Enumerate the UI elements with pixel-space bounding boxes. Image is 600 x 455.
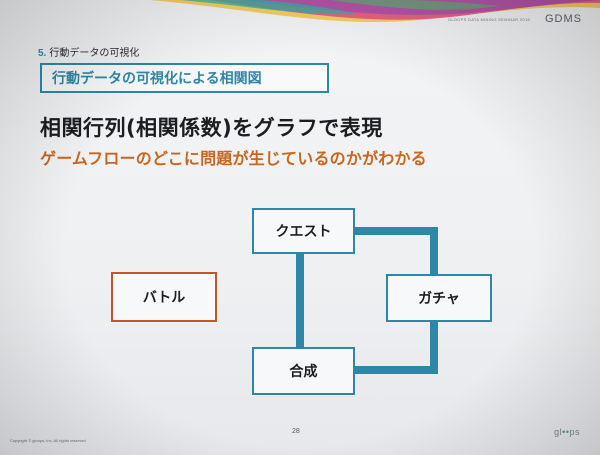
footer-logo-dots: •• — [562, 427, 570, 437]
section-number: 5. — [38, 48, 47, 59]
header-meta-text: GLOOPS DATA MINING SEMINAR 2016 — [447, 17, 530, 22]
section-title-text: 行動データの可視化 — [49, 48, 140, 59]
node-quest: クエスト — [252, 208, 355, 254]
copyright-text: Copyright © gloops, Inc. All rights rese… — [10, 438, 86, 443]
edge-gacha-synthesis — [355, 322, 438, 374]
headline: 相関行列(相関係数)をグラフで表現 — [40, 116, 383, 140]
page-number: 28 — [292, 428, 300, 435]
slide-title-box: 行動データの可視化による相関図 — [40, 63, 329, 93]
section-title: 5.行動データの可視化 — [38, 44, 139, 59]
node-gacha: ガチャ — [386, 274, 492, 322]
header-wave-decoration — [150, 0, 600, 22]
node-synthesis: 合成 — [252, 347, 355, 395]
node-battle: バトル — [111, 272, 217, 322]
footer-logo-suffix: ps — [569, 427, 580, 437]
subheadline: ゲームフローのどこに問題が生じているのかがわかる — [40, 149, 427, 168]
footer-logo: gl••ps — [554, 427, 580, 437]
header-logo: GDMS — [545, 13, 582, 25]
edge-quest-gacha — [355, 227, 438, 274]
footer-logo-prefix: gl — [554, 427, 563, 437]
